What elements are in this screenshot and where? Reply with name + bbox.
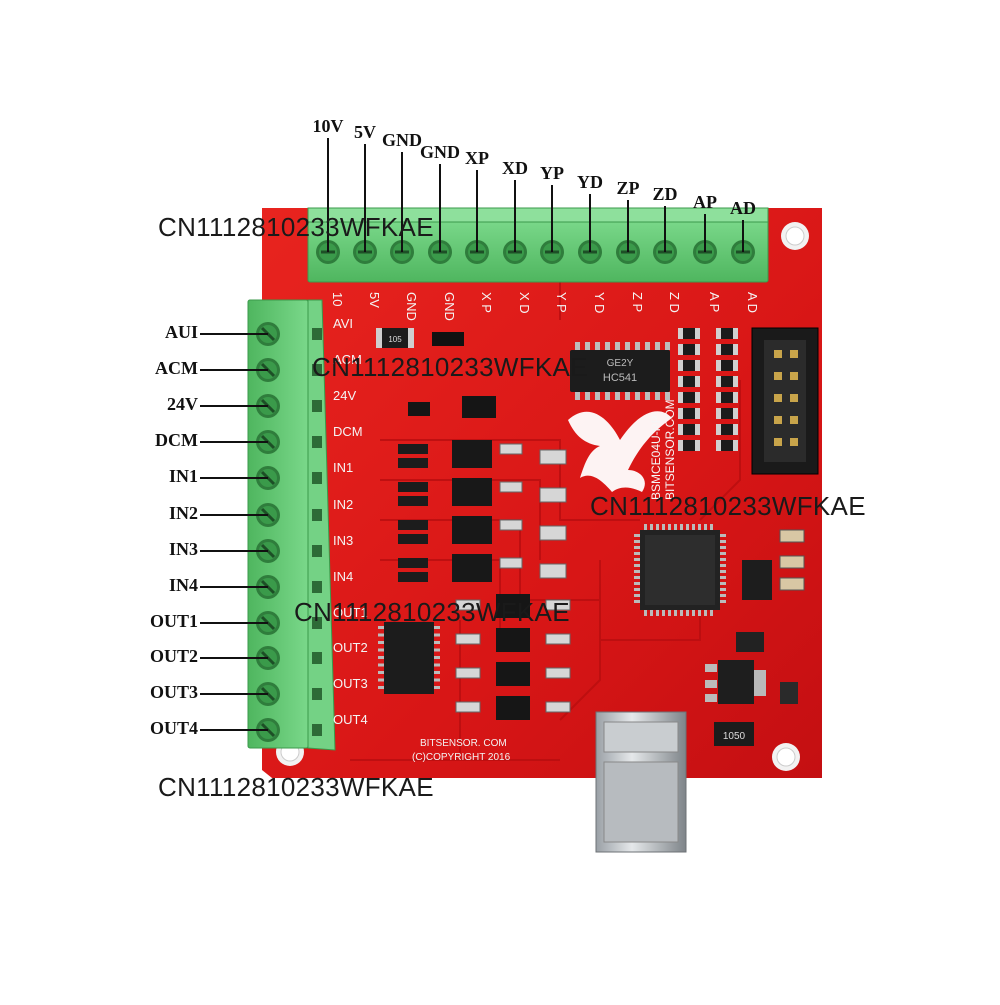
top-silk-label: Z P [630,292,645,312]
watermark-3: CN1112810233WFKAE [590,491,866,521]
top-silk-label: GND [442,292,457,321]
inductor [714,722,754,746]
left-silk-label: OUT1 [333,605,368,620]
mounting-holes [276,222,809,771]
top-terminal-label: GND [382,130,422,150]
left-silk-label: ACM [333,352,362,367]
inductor-code: 1050 [723,731,746,742]
hc541-chip: GE2Y HC541 [570,342,670,400]
top-terminal-label: XD [502,158,528,178]
diode [736,632,764,652]
footer-copyright: (C)COPYRIGHT 2016 [412,752,511,763]
cap-small [780,682,798,704]
output-driver-ic [378,622,440,694]
left-silk-label: DCM [333,424,363,439]
eagle-logo [568,411,672,492]
left-terminal-label: IN2 [168,503,198,523]
crystal [742,560,772,600]
mcu-chip [634,524,726,616]
top-terminal-label: YP [540,163,564,183]
top-silk-label: Z D [667,292,682,313]
left-terminal-label: OUT3 [149,682,198,702]
top-silk-label: A P [707,292,722,312]
top-terminal-label: AP [693,192,717,212]
left-silk-label: OUT4 [333,712,368,727]
left-terminal-label: OUT1 [149,611,198,631]
left-silk-label: IN4 [333,569,353,584]
voltage-regulator [705,660,766,704]
board-model: BSMCE04U-PP [649,415,663,500]
top-silk-label: X D [517,292,532,314]
left-terminal-label: OUT4 [149,718,198,738]
top-terminal-label: ZD [652,184,678,204]
left-terminal-label: IN1 [168,466,198,486]
top-terminal-block [307,207,769,283]
usb-b-connector [595,711,687,853]
watermark-1: CN1112810233WFKAE [158,212,434,242]
left-terminal-label: DCM [155,430,198,450]
left-terminal-label: OUT2 [149,646,198,666]
top-silk-label: X P [479,292,494,313]
left-silk-label: IN1 [333,460,353,475]
watermark-5: CN1112810233WFKAE [158,772,434,802]
top-terminal-label: AD [730,198,756,218]
left-terminal-label: ACM [155,358,198,378]
top-terminal-label: 10V [312,116,344,136]
top-terminal-label: ZP [616,178,640,198]
left-silk-label: AVI [333,316,353,331]
watermark-4: CN1112810233WFKAE [294,597,570,627]
top-terminal-label: 5V [354,122,376,142]
top-silk-label: Y D [592,292,607,313]
board-site: BITSENSOR.COM [663,399,677,500]
chip-code-1: GE2Y [607,358,634,369]
top-silk-label: Y P [554,292,569,313]
left-terminal-label: AUI [164,322,198,342]
top-silk-label: 10 [330,292,345,306]
pin-header [751,327,819,475]
top-silk-label: GND [404,292,419,321]
left-silk-label: IN3 [333,533,353,548]
left-terminal-label: IN3 [168,539,198,559]
top-terminal-label: YD [577,172,603,192]
top-terminal-label: XP [465,148,489,168]
left-terminal-label: 24V [167,394,198,414]
top-terminal-label: GND [420,142,460,162]
chip-code-2: HC541 [603,372,637,384]
top-silk-label: A D [745,292,760,313]
watermark-2: CN1112810233WFKAE [312,352,588,382]
left-silk-label: IN2 [333,497,353,512]
left-terminal-label: IN4 [168,575,198,595]
top-silk-label: 5V [367,292,382,308]
left-terminal-block [247,299,336,751]
left-silk-label: OUT3 [333,676,368,691]
left-silk-label: 24V [333,388,356,403]
footer-site: BITSENSOR. COM [420,738,507,749]
res-code: 105 [388,335,402,344]
left-silk-label: OUT2 [333,640,368,655]
